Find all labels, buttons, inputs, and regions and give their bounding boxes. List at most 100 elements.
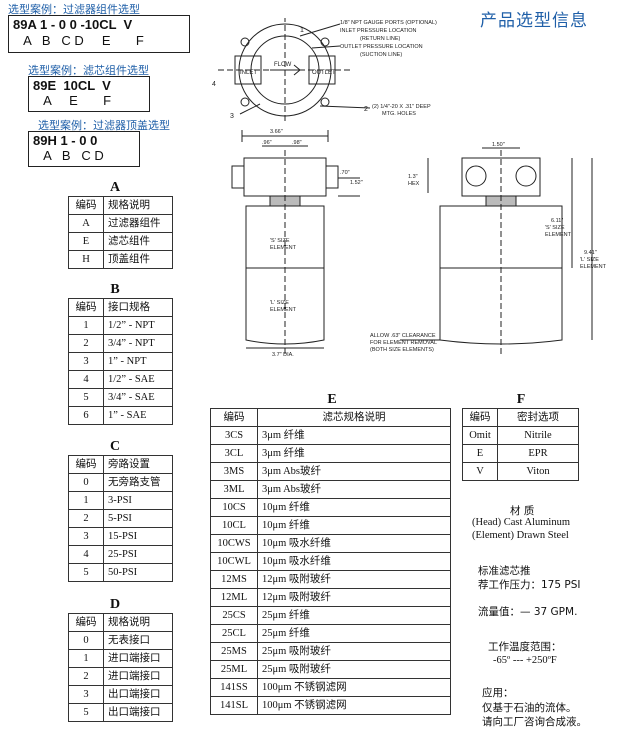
table-e-code: 10CL	[210, 516, 258, 535]
table-b-desc: 3/4” - NPT	[103, 334, 173, 353]
l-size-label: 'L' SIZE	[270, 300, 289, 306]
example-code-box-3: 89H 1 - 0 0 A B C D	[28, 131, 140, 167]
table-a-title: A	[109, 180, 121, 195]
table-b-code: 1	[68, 316, 104, 335]
table-a-desc: 顶盖组件	[103, 250, 173, 269]
example-code-1: 89A 1 - 0 0 -10CL V	[13, 17, 133, 32]
table-b-code: 4	[68, 370, 104, 389]
table-c-code: 1	[68, 491, 104, 510]
table-b-desc: 1” - SAE	[103, 406, 173, 425]
gauge-ports-label: 1/8" NPT GAUGE PORTS (OPTIONAL)	[340, 20, 437, 26]
table-d-desc: 出口端接口	[103, 685, 173, 704]
table-f-header-code: 编码	[462, 408, 498, 427]
flow-label: FLOW	[274, 62, 292, 68]
dim-150: 1.50"	[492, 142, 505, 148]
table-c-code: 3	[68, 527, 104, 546]
front-view	[231, 130, 360, 354]
table-e-desc: 10μm 纤维	[257, 516, 451, 535]
example-letters-3: A B C D	[33, 148, 104, 163]
l-size-dim-label: 'L' SIZE	[580, 257, 599, 263]
application-title: 应用：	[482, 687, 514, 699]
page-title: 产品选型信息	[480, 11, 588, 31]
table-c-desc: 15-PSI	[103, 527, 173, 546]
clearance-line-1: ALLOW .63" CLEARANCE	[370, 333, 436, 339]
table-e-code: 3ML	[210, 480, 258, 499]
example-label-1: 选型案例：过滤器组件选型	[8, 3, 140, 16]
temperature-value: -65º --- +250ºF	[493, 655, 557, 666]
dim-941: 9.41"	[584, 250, 597, 256]
dim-611: 6.11"	[551, 218, 563, 224]
table-e-title: E	[327, 392, 337, 407]
table-a-code: A	[68, 214, 104, 233]
example-letters-2: A E F	[33, 93, 112, 108]
callout-3: 3	[230, 113, 234, 120]
table-c-code: 4	[68, 545, 104, 564]
table-f-desc: Nitrile	[497, 426, 579, 445]
callout-4: 4	[212, 81, 216, 88]
table-d-desc: 进口端接口	[103, 667, 173, 686]
dim-70: .70"	[340, 170, 350, 176]
table-e-desc: 25μm 吸附玻纤	[257, 660, 451, 679]
clearance-line-2: FOR ELEMENT REMOVAL	[370, 340, 437, 346]
table-e-desc: 12μm 吸附玻纤	[257, 570, 451, 589]
table-e-desc: 3μm 纤维	[257, 426, 451, 445]
table-e-desc: 25μm 纤维	[257, 624, 451, 643]
table-e-code: 141SS	[210, 678, 258, 697]
dim-width: 3.66"	[270, 129, 283, 135]
table-d-header-desc: 规格说明	[103, 613, 173, 632]
table-e-code: 12MS	[210, 570, 258, 589]
table-b-header-code: 编码	[68, 298, 104, 317]
table-b-code: 5	[68, 388, 104, 407]
table-e-code: 3MS	[210, 462, 258, 481]
table-e-desc: 3μm Abs玻纤	[257, 462, 451, 481]
table-f-desc: EPR	[497, 444, 579, 463]
holes-label: (2) 1/4"-20 X .31" DEEP	[372, 104, 431, 110]
table-d-desc: 无表接口	[103, 631, 173, 650]
table-e-code: 25CL	[210, 624, 258, 643]
dim-96b: .98"	[292, 140, 302, 146]
table-b-desc: 1/2” - NPT	[103, 316, 173, 335]
table-b-code: 6	[68, 406, 104, 425]
example-code-box-2: 89E 10CL V A E F	[28, 76, 150, 112]
example-label-3: 选型案例：过滤器顶盖选型	[38, 119, 170, 132]
l-element-dim-label: ELEMENT	[580, 264, 607, 270]
table-e-code: 12ML	[210, 588, 258, 607]
side-view	[400, 147, 593, 354]
table-e-desc: 25μm 纤维	[257, 606, 451, 625]
table-c-code: 2	[68, 509, 104, 528]
s-element-label: ELEMENT	[270, 245, 297, 251]
pressure-line-2: 荐工作压力：175 PSI	[478, 579, 581, 591]
example-code-box-1: 89A 1 - 0 0 -10CL V A B C D E F	[8, 15, 190, 53]
table-e-code: 25MS	[210, 642, 258, 661]
inlet-pressure-label: INLET PRESSURE LOCATION	[340, 28, 417, 34]
outlet-pressure-label: OUTLET PRESSURE LOCATION	[340, 44, 423, 50]
filter-technical-drawing: 1/8" NPT GAUGE PORTS (OPTIONAL) INLET PR…	[212, 18, 607, 358]
table-f-code: Omit	[462, 426, 498, 445]
table-d-title: D	[109, 597, 121, 612]
table-b-desc: 1/2” - SAE	[103, 370, 173, 389]
temperature-title: 工作温度范围：	[488, 641, 562, 653]
table-a-desc: 滤芯组件	[103, 232, 173, 251]
